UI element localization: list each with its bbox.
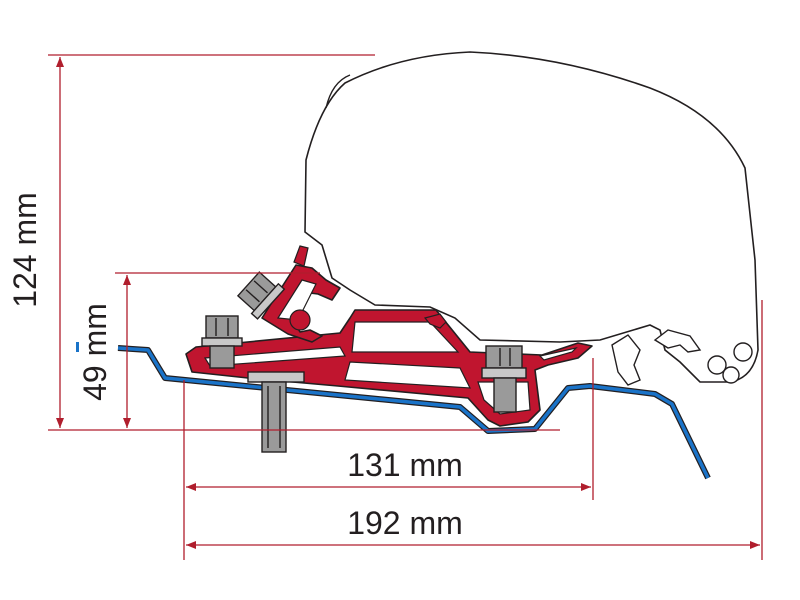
vehicle-rail-profile-fill	[117, 346, 710, 479]
profile-groove	[611, 334, 641, 386]
clamp-washer	[289, 309, 311, 331]
dimension-label-total-height: 124 mm	[7, 192, 43, 308]
bolt-center	[247, 371, 305, 453]
bracket-hook	[423, 313, 447, 329]
profile-hook	[653, 329, 702, 353]
dimension-label-inner-width: 131 mm	[347, 447, 463, 483]
bolt-right	[481, 345, 527, 413]
dimension-label-bracket-height: 49 mm	[77, 303, 113, 401]
profile-curl-shapes	[707, 342, 753, 384]
bolt-left	[201, 315, 243, 369]
bolt-tilted	[236, 271, 286, 320]
bracket-slots	[203, 321, 578, 415]
rail-end-mark	[76, 342, 79, 352]
dimension-label-total-width: 192 mm	[347, 505, 463, 541]
housing-top-detail	[325, 74, 351, 109]
dimension-lines	[48, 54, 763, 560]
upper-post	[293, 245, 309, 267]
